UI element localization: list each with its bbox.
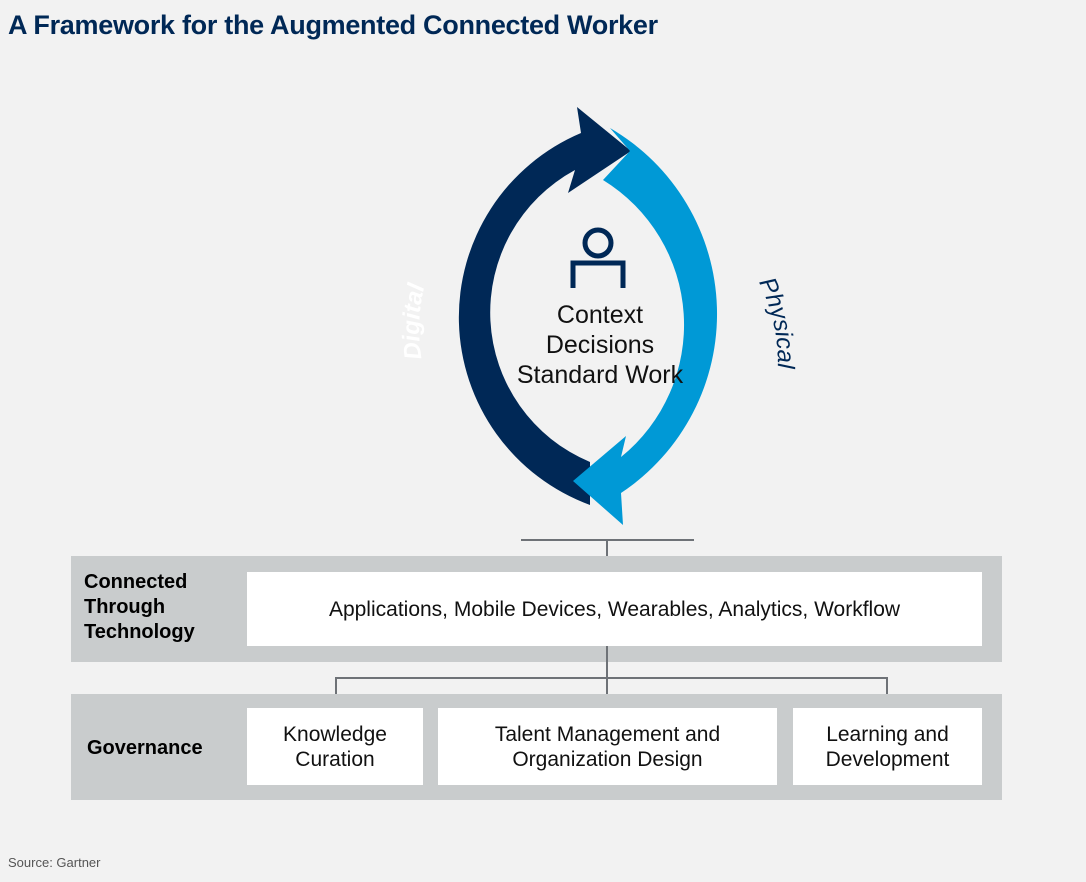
- technology-label: Connected Through Technology: [84, 571, 195, 643]
- center-line: Standard Work: [516, 361, 684, 389]
- source-note: Source: Gartner: [8, 855, 101, 870]
- digital-arrow: [458, 107, 631, 505]
- cycle-diagram: Digital Physical: [398, 107, 799, 525]
- center-text: Context Decisions Standard Work: [470, 300, 730, 390]
- gov-connector-left: [335, 677, 337, 708]
- digital-label: Digital: [398, 280, 431, 361]
- center-line: Context: [556, 301, 644, 329]
- technology-box: Applications, Mobile Devices, Wearables,…: [247, 572, 982, 646]
- governance-label: Governance: [87, 737, 203, 759]
- physical-arrow: [573, 128, 718, 525]
- top-connector-v: [606, 539, 608, 571]
- gov-connector-h: [335, 677, 888, 679]
- center-line: Decisions: [545, 331, 655, 359]
- person-icon: [570, 227, 626, 288]
- physical-label: Physical: [753, 273, 799, 369]
- diagram-title: A Framework for the Augmented Connected …: [8, 10, 658, 40]
- gov-connector-right: [886, 677, 888, 708]
